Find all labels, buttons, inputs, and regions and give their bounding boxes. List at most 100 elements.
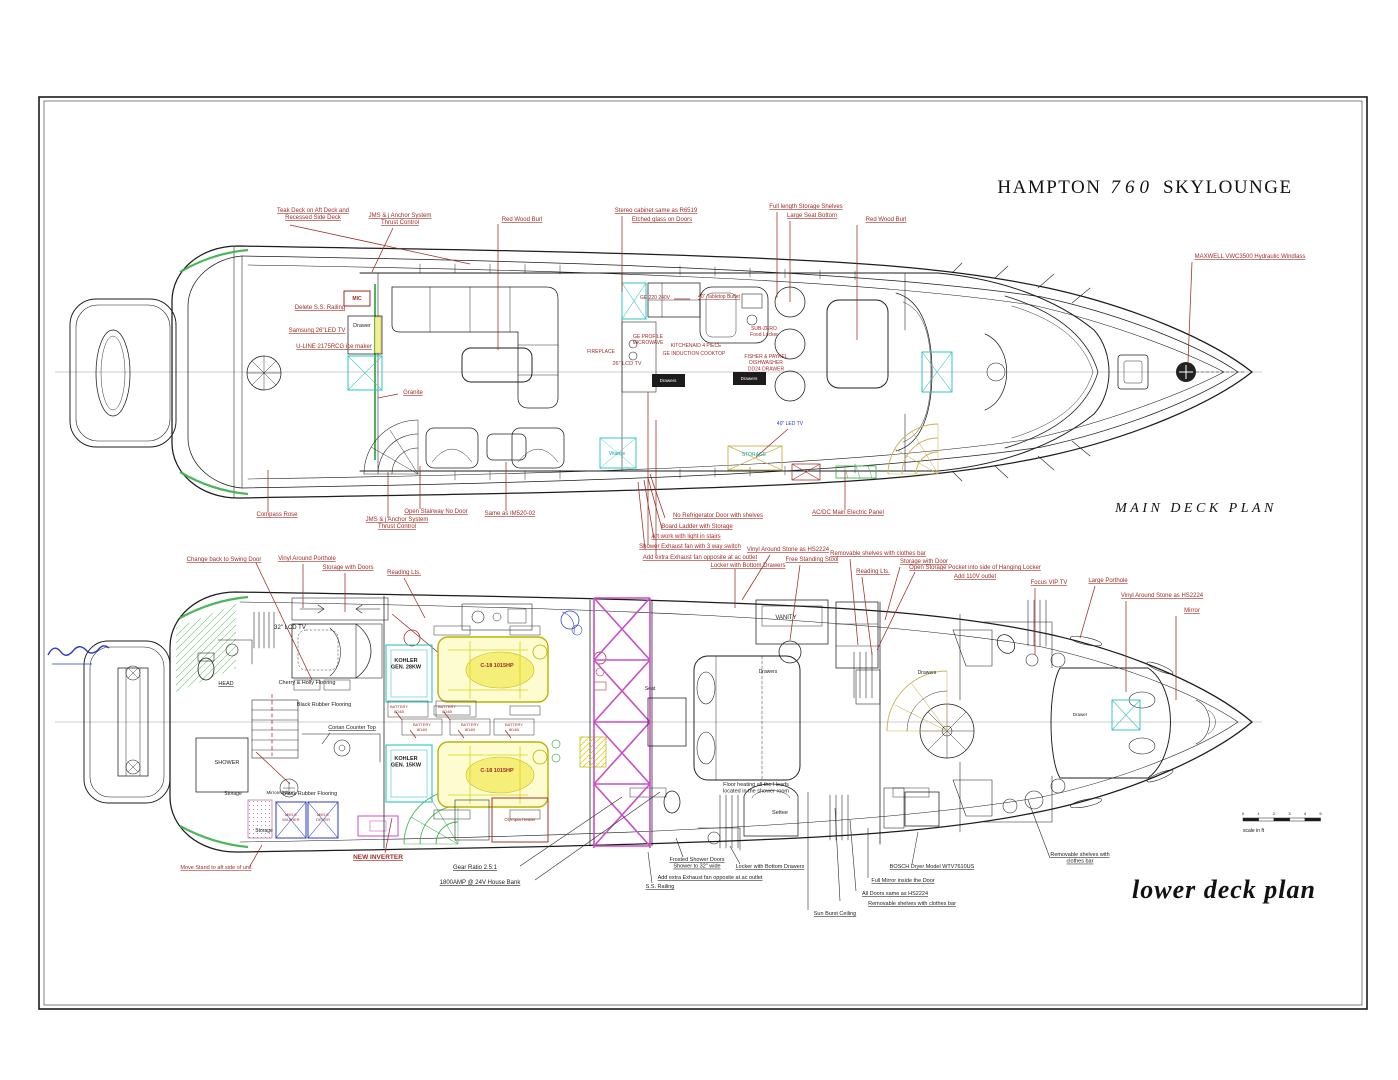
note-red-wood-burl-salon: Red Wood Burl bbox=[497, 217, 542, 350]
note-storage-cyan: STORAGE bbox=[742, 452, 767, 458]
note-reading-lts-port: Reading Lts. bbox=[387, 570, 426, 619]
lower-green-sheer-bottom bbox=[179, 825, 249, 849]
note-cherry-flooring: Cherry & Holly Flooring bbox=[279, 680, 336, 686]
note-mic-text: MIC bbox=[352, 296, 362, 302]
note-110v-text: Add 110V outlet bbox=[954, 574, 997, 580]
note-drawers-master-1: Drawers bbox=[759, 669, 778, 675]
generator-2 bbox=[385, 744, 433, 803]
galley-cabinets bbox=[621, 282, 766, 393]
note-drawers-galley-1-text: Drawers bbox=[660, 378, 678, 383]
note-free-stool: Free Standing Stool bbox=[785, 557, 839, 641]
salon-l-settee bbox=[391, 286, 559, 409]
master-shower bbox=[647, 697, 687, 747]
vitamix-cabinet bbox=[599, 437, 637, 469]
note-ge-range: GE 220 240V bbox=[640, 295, 671, 301]
note-shower: SHOWER bbox=[215, 760, 240, 766]
note-gear-ratio-leader bbox=[519, 796, 623, 867]
note-new-inverter: NEW INVERTER bbox=[353, 817, 403, 861]
aft-deck-table bbox=[246, 355, 282, 391]
note-storage-cyan-text: STORAGE bbox=[742, 452, 767, 458]
note-ss-railing: S.S. Railing bbox=[646, 851, 674, 890]
note-kitchenaid-text: KITCHENAID 4 PIECE bbox=[671, 343, 723, 349]
note-vinyl-stone-vip-text: Vinyl Around Stone as HS2224 bbox=[1121, 593, 1204, 599]
note-led-tv-blue-leader bbox=[755, 428, 789, 458]
note-acdc-panel-text: AC/DC Main Electric Panel bbox=[812, 510, 884, 516]
bow-lockers bbox=[1195, 699, 1216, 745]
dining-bench bbox=[895, 292, 933, 452]
main-stern-cap bbox=[187, 255, 243, 489]
foredeck-seat-arc-inner bbox=[1011, 305, 1094, 439]
note-sunburst-text: Sun Burst Ceiling bbox=[814, 911, 857, 917]
main-swim-platform bbox=[69, 298, 177, 448]
windshield-mullions bbox=[951, 262, 1091, 482]
miele-dryer-box bbox=[307, 801, 339, 839]
crew-head bbox=[197, 639, 253, 681]
note-add-exhaust-low: Add extra Exhaust fan opposite at ac out… bbox=[658, 875, 763, 881]
main-hull-outline bbox=[171, 245, 1254, 499]
vip-bed bbox=[1050, 652, 1171, 794]
master-bulkheads bbox=[651, 599, 881, 847]
note-drawers-master-1-text: Drawers bbox=[759, 669, 778, 675]
scale-tick-4: 4 bbox=[1304, 811, 1307, 816]
pilothouse-console bbox=[921, 333, 1007, 411]
note-house-bank-text: 1800AMP @ 24V House Bank bbox=[440, 880, 522, 886]
note-vinyl-porthole-text: Vinyl Around Porthole bbox=[278, 556, 336, 562]
note-corian-text: Corian Counter Top bbox=[328, 725, 376, 731]
note-granite-leader bbox=[377, 393, 399, 399]
note-drawer-text: Drawer bbox=[353, 323, 371, 329]
note-add-exhaust-main-text: Add extra Exhaust fan opposite at ac out… bbox=[643, 555, 758, 561]
note-uline-text: U-LINE 2175RCG ice maker bbox=[296, 344, 372, 350]
note-vanity: VANITY bbox=[775, 615, 796, 621]
note-free-stool-leader bbox=[789, 564, 801, 641]
note-storage-shelves-text: Full length Storage Shelves bbox=[769, 204, 842, 210]
note-removable-shelves-vip-leader bbox=[1027, 799, 1051, 859]
note-lcd-tv-guest-text: 32" LCD TV bbox=[274, 625, 306, 631]
note-mirror: Mirror bbox=[1175, 608, 1200, 700]
title-hampton: HAMPTON bbox=[997, 177, 1101, 198]
scale-bar-label: scale in ft bbox=[1243, 828, 1265, 834]
note-add-exhaust-main: Add extra Exhaust fan opposite at ac out… bbox=[643, 555, 758, 561]
note-large-porthole-leader bbox=[1079, 585, 1096, 639]
main-deck-plan bbox=[69, 245, 1254, 499]
note-vinyl-porthole: Vinyl Around Porthole bbox=[278, 556, 336, 608]
note-jms-anchor-top-leader bbox=[371, 227, 394, 273]
note-granite-text: Granite bbox=[403, 390, 423, 396]
engine-rails-hatched bbox=[433, 625, 930, 820]
scale-tick-2: 2 bbox=[1273, 811, 1276, 816]
note-teak-deck-leader bbox=[289, 224, 471, 265]
note-lcd-tv-guest: 32" LCD TV bbox=[274, 625, 306, 631]
note-reading-lts-stbd-text: Reading Lts. bbox=[856, 569, 890, 575]
note-red-wood-burl-dining-text: Red Wood Burl bbox=[866, 217, 907, 223]
lower-green-sheer-top bbox=[179, 595, 249, 619]
scale-tick-0: 0 bbox=[1242, 811, 1245, 816]
note-new-inverter-text: NEW INVERTER bbox=[353, 854, 403, 861]
galley-island bbox=[699, 286, 769, 344]
note-ge-range-text: GE 220 240V bbox=[640, 295, 671, 301]
note-engine-1-text: C-18 1015HP bbox=[480, 663, 514, 669]
note-no-refrigerator: No Refrigerator Door with shelves bbox=[649, 473, 763, 519]
note-acdc-panel: AC/DC Main Electric Panel bbox=[812, 470, 884, 516]
note-fireplace: FIREPLACE bbox=[587, 349, 615, 355]
note-cooktop: GE INDUCTION COOKTOP bbox=[663, 351, 726, 357]
note-head: HEAD bbox=[218, 681, 233, 687]
note-corian-leader bbox=[321, 732, 331, 745]
pilothouse-stairs-fan bbox=[887, 423, 939, 475]
inverter-box bbox=[357, 815, 399, 837]
main-transom-lines bbox=[233, 246, 243, 498]
cabin-sides-windshield bbox=[359, 272, 1110, 472]
note-shower-exhaust: Shower Exhaust fan with 3 way switch bbox=[637, 481, 741, 550]
battery-bank bbox=[387, 700, 535, 739]
note-locker-bottom-drawers-top-text: Locker with Bottom Drawers bbox=[710, 563, 785, 569]
note-drawers-galley-1: Drawers bbox=[660, 378, 678, 383]
note-sunburst: Sun Burst Ceiling bbox=[807, 792, 857, 917]
